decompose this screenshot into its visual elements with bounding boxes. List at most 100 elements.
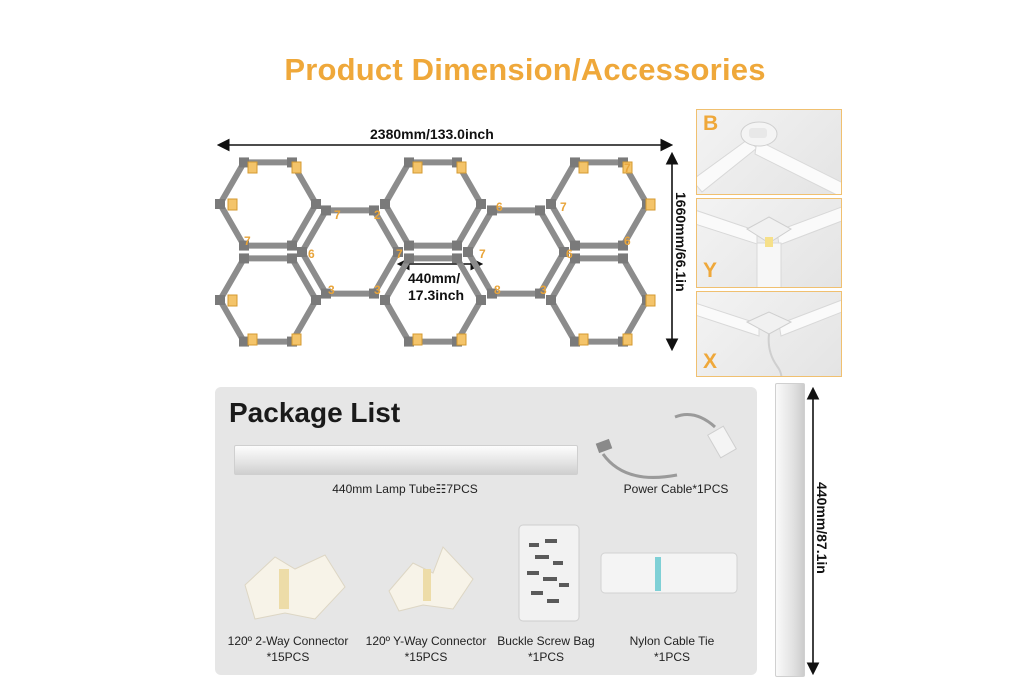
led-marker xyxy=(247,333,258,346)
two-way-connector-qty: *15PCS xyxy=(266,650,310,664)
cable-tie-caption: Nylon Cable Tie *1PCS xyxy=(607,633,737,665)
connector-number: 6 xyxy=(308,247,315,261)
y-way-connector-caption: 120º Y-Way Connector *15PCS xyxy=(353,633,499,665)
hexagon-joint xyxy=(476,295,486,305)
connector-x-letter: X xyxy=(703,350,718,373)
page-title: Product Dimension/Accessories xyxy=(284,52,766,87)
connector-number: 8 xyxy=(494,283,501,297)
led-marker xyxy=(578,161,589,174)
hexagon-joint xyxy=(570,336,580,347)
hexagon-joint xyxy=(452,240,462,251)
cable-tie-qty: *1PCS xyxy=(653,650,691,664)
x-connector-image xyxy=(697,299,841,376)
cable-tie-name: Nylon Cable Tie xyxy=(629,634,715,648)
screw-bag-image xyxy=(518,524,580,622)
hexagon-joint xyxy=(463,247,473,257)
connector-number: 6 xyxy=(496,200,503,214)
hexagon-joint xyxy=(215,295,225,305)
connector-number: 6 xyxy=(566,247,573,261)
hexagon-joint xyxy=(570,157,580,168)
hexagon-joint xyxy=(404,336,414,347)
connector-number: 7 xyxy=(624,161,631,175)
hexagon-connectors xyxy=(215,157,656,347)
hexagon-joint xyxy=(535,288,545,299)
hexagon-frames xyxy=(217,159,650,345)
hexagon-joint xyxy=(215,199,225,209)
y-way-connector-name: 120º Y-Way Connector xyxy=(365,634,487,648)
led-marker xyxy=(291,333,302,346)
led-marker xyxy=(645,294,656,307)
screw-bag-caption: Buckle Screw Bag *1PCS xyxy=(491,633,601,665)
power-cable-caption: Power Cable*1PCS xyxy=(623,482,729,496)
hexagon-joint xyxy=(393,247,403,257)
connector-y-panel: Y xyxy=(696,198,842,288)
connector-number: 3 xyxy=(540,283,547,297)
led-marker xyxy=(578,333,589,346)
width-dimension-label: 2380mm/133.0inch xyxy=(370,126,494,142)
lamp-tube-caption: 440mm Lamp Tube☷7PCS xyxy=(332,482,478,496)
height-dimension-label: 1660mm/66.1in xyxy=(673,192,689,292)
connector-number: 7 xyxy=(479,247,486,261)
hexagon-joint xyxy=(487,288,497,299)
hexagon-joint xyxy=(239,336,249,347)
connector-number: 3 xyxy=(374,283,381,297)
led-marker xyxy=(291,161,302,174)
hexagon-joint xyxy=(476,199,486,209)
hexagon-frame-4 xyxy=(382,159,484,249)
connector-number: 7 xyxy=(396,247,403,261)
hexagon-joint xyxy=(287,240,297,251)
cable-tie-image xyxy=(600,552,738,594)
connector-x-panel: X xyxy=(696,291,842,377)
led-marker xyxy=(227,198,238,211)
screw-bag-name: Buckle Screw Bag xyxy=(497,634,595,648)
led-marker xyxy=(622,333,633,346)
two-way-connector-caption: 120º 2-Way Connector *15PCS xyxy=(215,633,361,665)
hexagon-joint xyxy=(287,253,297,264)
hexagon-joint xyxy=(321,288,331,299)
hexagon-joint xyxy=(239,253,249,264)
hexagon-joint xyxy=(311,295,321,305)
hexagon-joint xyxy=(369,288,379,299)
hexagon-joint xyxy=(239,157,249,168)
hexagon-joint xyxy=(546,199,556,209)
connector-number: 6 xyxy=(624,234,631,248)
led-marker xyxy=(247,161,258,174)
hexagon-frame-3 xyxy=(299,207,401,297)
connector-b-panel: B xyxy=(696,109,842,195)
connector-number: 3 xyxy=(328,283,335,297)
package-list-title: Package List xyxy=(229,397,401,428)
hexagon-joint xyxy=(618,253,628,264)
hexagon-frame-8 xyxy=(548,255,650,345)
led-marker xyxy=(645,198,656,211)
hexagon-joint xyxy=(321,205,331,216)
connector-y-letter: Y xyxy=(703,259,718,282)
hexagon-joint xyxy=(311,199,321,209)
hexagon-joint xyxy=(369,205,379,216)
hexagon-joint xyxy=(239,240,249,251)
hexagon-joint xyxy=(404,240,414,251)
led-marker xyxy=(412,161,423,174)
connector-number: 7 xyxy=(334,208,341,222)
two-way-connector-name: 120º 2-Way Connector xyxy=(227,634,349,648)
hexagon-joint xyxy=(559,247,569,257)
hexagon-joint xyxy=(380,199,390,209)
lamp-tube-image xyxy=(234,445,578,475)
y-connector-image xyxy=(697,206,841,287)
two-way-connector-image xyxy=(244,554,346,620)
led-marker xyxy=(227,294,238,307)
hexagon-joint xyxy=(570,240,580,251)
hexagon-joint xyxy=(535,205,545,216)
hexagon-joint xyxy=(487,205,497,216)
hexagon-joint xyxy=(570,253,580,264)
y-way-connector-image xyxy=(388,546,474,612)
hexagon-joint xyxy=(404,253,414,264)
lamp-tube-length-image xyxy=(775,383,805,677)
b-connector-image xyxy=(697,121,841,194)
hexagon-joint xyxy=(546,295,556,305)
led-marker xyxy=(456,161,467,174)
connector-number: 7 xyxy=(244,234,251,248)
hexagon-joint xyxy=(380,295,390,305)
segment-dimension-label: 440mm/ 17.3inch xyxy=(408,270,464,304)
